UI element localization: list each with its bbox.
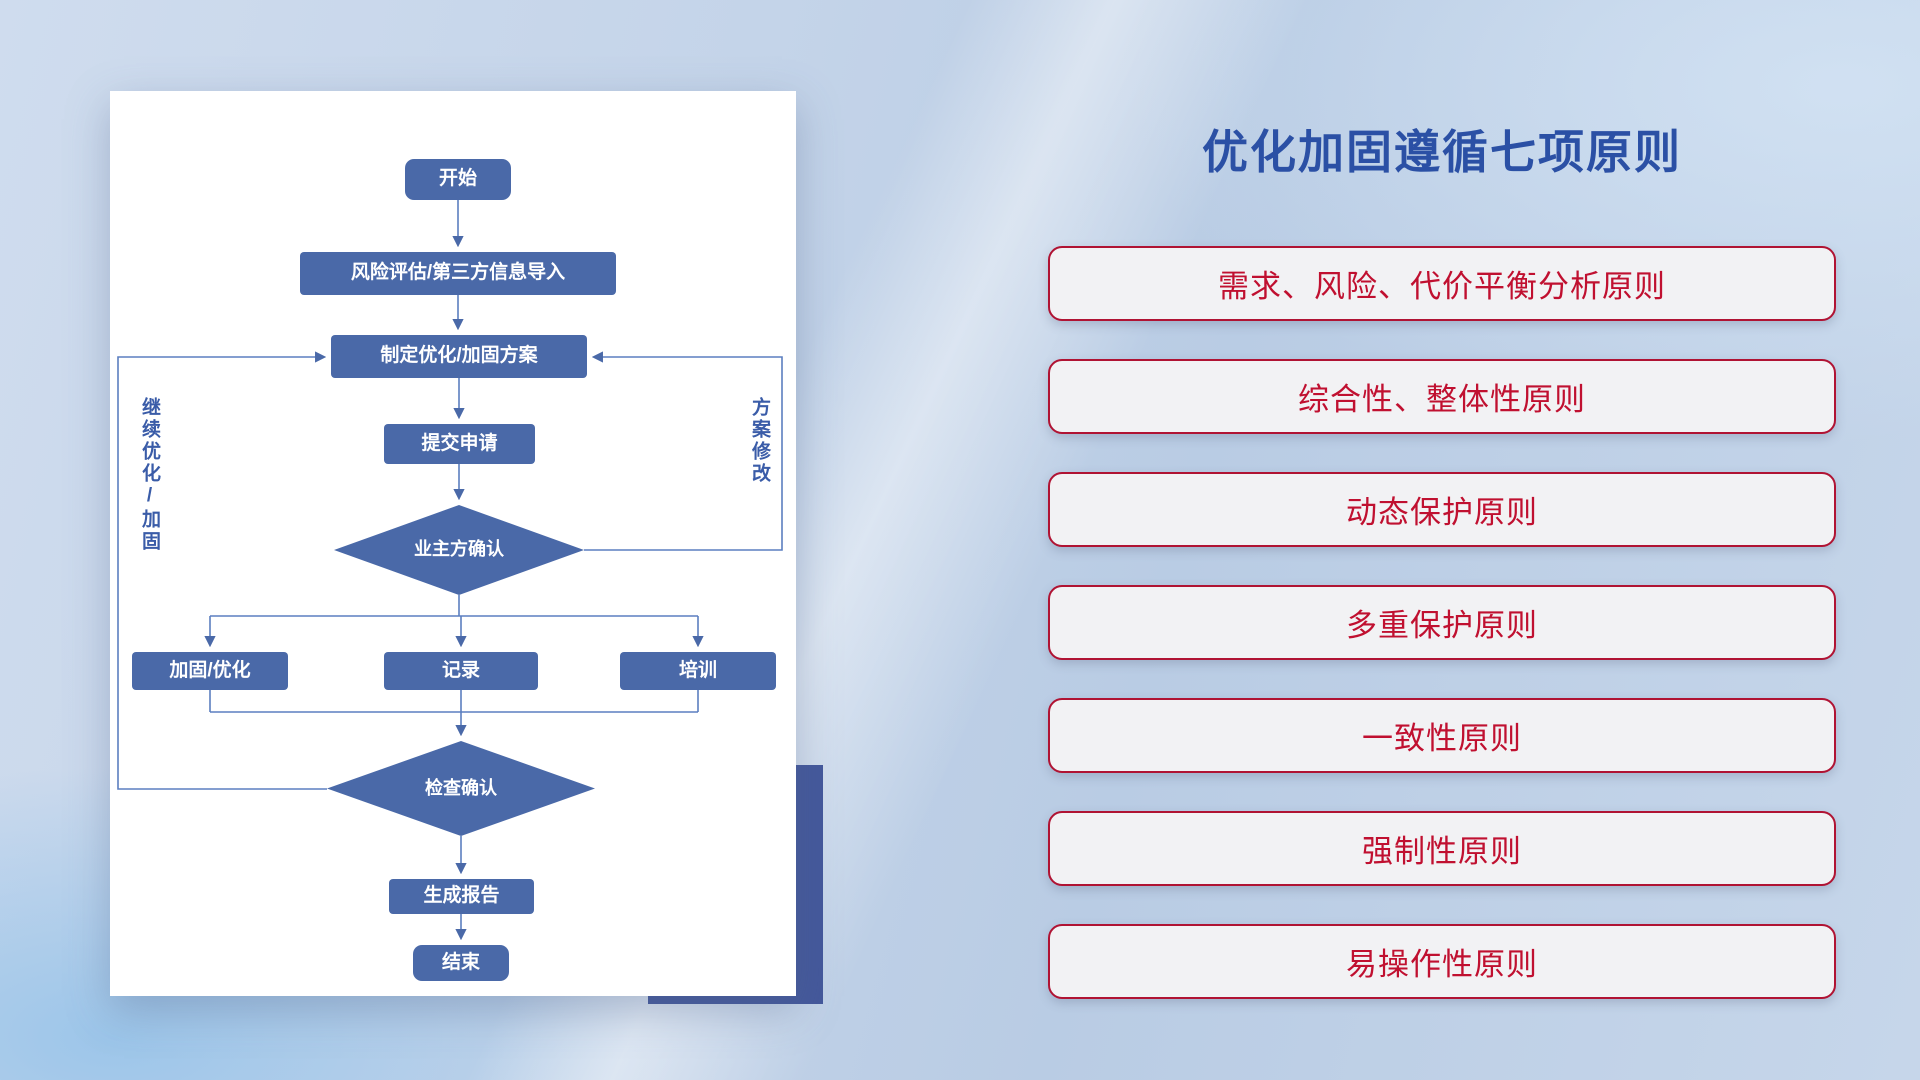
principles-list: 需求、风险、代价平衡分析原则 综合性、整体性原则 动态保护原则 多重保护原则 一… [1048,246,1836,999]
principle-item: 多重保护原则 [1048,585,1836,660]
flow-node-make-plan: 制定优化/加固方案 [331,335,587,378]
principle-item: 动态保护原则 [1048,472,1836,547]
flow-node-record: 记录 [384,652,538,690]
principle-item: 易操作性原则 [1048,924,1836,999]
principle-item: 综合性、整体性原则 [1048,359,1836,434]
flow-node-end: 结束 [413,945,509,981]
flow-edge-label-plan-revision: 方案修改 [749,397,770,485]
flow-node-risk-import: 风险评估/第三方信息导入 [300,252,616,295]
principle-item: 需求、风险、代价平衡分析原则 [1048,246,1836,321]
flowchart-card: 开始 风险评估/第三方信息导入 制定优化/加固方案 提交申请 业主方确认 加固/… [110,91,796,996]
flow-edge-label-continue-loop: 继续优化/加固 [139,397,160,553]
flow-node-start: 开始 [405,159,511,200]
flow-node-generate-report: 生成报告 [389,879,534,914]
flow-node-training: 培训 [620,652,776,690]
flow-node-submit-request: 提交申请 [384,424,535,464]
principle-item: 一致性原则 [1048,698,1836,773]
flowchart-connectors [117,200,783,941]
principle-item: 强制性原则 [1048,811,1836,886]
flow-node-reinforce-optimize: 加固/优化 [132,652,288,690]
page-title: 优化加固遵循七项原则 [1202,126,1682,178]
